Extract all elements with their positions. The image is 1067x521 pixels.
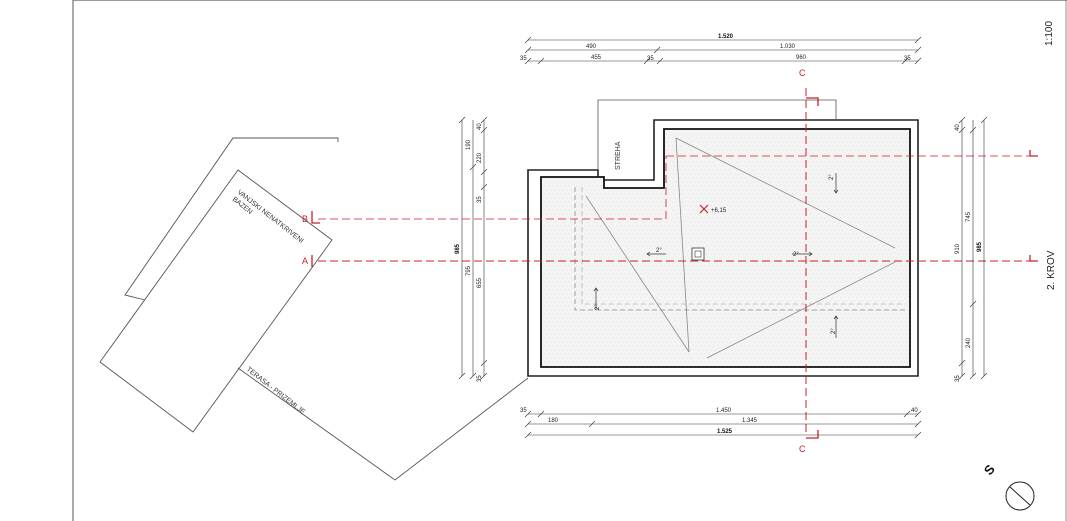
dim-bottom-d1: 35 [520,408,527,414]
section-a-label: A [302,256,308,266]
dim-top-d5: 35 [904,56,911,62]
section-c-top-label: C [799,68,806,78]
section-lines [311,88,1038,439]
left-dimensions [458,116,488,380]
scale-label: 1:100 [1044,21,1055,46]
slope-arrows [593,173,839,338]
dim-left-a1: 795 [466,265,472,276]
dim-right-c5: 35 [955,375,961,382]
dim-left-a2: 655 [477,277,483,288]
dim-right-c2: 745 [966,211,972,222]
section-b-label: B [302,214,308,224]
dim-left-b5: 35 [477,375,483,382]
pool-label-line1: VANJSKI NENATKRIVENI [236,189,305,245]
elevation-marker [699,204,709,214]
elevation-label: +6,15 [711,208,727,214]
top-dimensions [524,36,922,65]
dim-bottom-overall: 1.525 [717,429,733,435]
dim-left-overall: 985 [455,243,461,254]
slope-label-2: 2° [793,252,799,258]
section-c-bottom-label: C [799,444,806,454]
dim-left-b4: 35 [477,196,483,203]
dim-top-d1: 35 [520,56,527,62]
dim-bottom-e2: 1.345 [742,418,758,424]
dim-left-b1: 190 [466,139,472,150]
pool-outline [99,137,529,481]
dim-bottom-d2: 1.450 [716,408,732,414]
dim-bottom-e1: 180 [548,418,559,424]
dim-right-overall: 985 [977,241,983,252]
roof-outline [527,119,919,377]
floor-title: 2. KROV [1046,250,1057,290]
dim-top-seg2: 1.030 [780,44,796,50]
dim-left-b2: 220 [477,152,483,163]
dim-left-b3: 40 [477,123,483,130]
bottom-dimensions [524,410,922,439]
slope-label-4: 2° [595,304,601,310]
north-arrow [1005,481,1035,511]
roof-drain [691,247,705,261]
attic-dashed-line-2 [581,187,906,305]
dim-top-seg1: 490 [586,44,597,50]
dim-top-overall: 1.520 [718,34,734,40]
slope-label-5: 2° [831,328,837,334]
dim-right-c4: 40 [955,124,961,131]
north-label: S [981,461,998,478]
slope-label-3: 2° [829,174,835,180]
eave-outline [597,99,837,170]
dim-top-d3: 35 [647,56,654,62]
right-dimensions [958,116,988,380]
terrace-label: TERASA - PRIZEMLJE [245,366,307,416]
dim-right-c1: 910 [955,243,961,254]
eave-label: STREHA [615,141,622,170]
dim-top-d2: 455 [591,55,602,61]
attic-dashed-line [574,187,908,311]
roof-slope-lines [585,137,896,359]
dim-top-d4: 960 [796,55,807,61]
dim-bottom-d3: 40 [911,408,918,414]
slope-label-1: 2° [656,248,662,254]
dim-right-c3: 240 [966,337,972,348]
